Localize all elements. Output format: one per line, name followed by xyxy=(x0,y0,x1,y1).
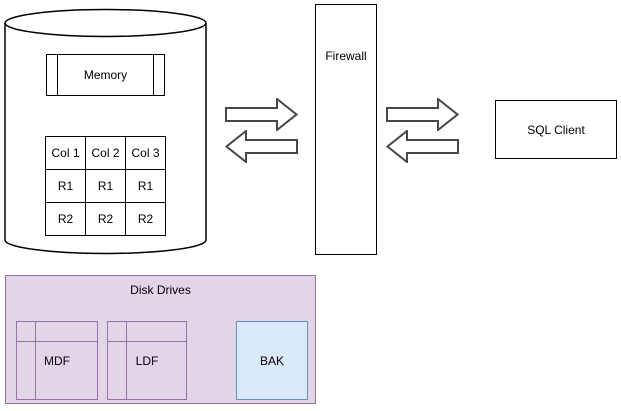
db-to-firewall-arrow-icon xyxy=(225,98,298,131)
ldf-label: LDF xyxy=(135,353,159,368)
sql-client-label: SQL Client xyxy=(527,122,585,137)
data-table: Col 1 Col 2 Col 3 R1 R1 R1 R2 R2 R2 xyxy=(45,136,166,236)
table-cell: R1 xyxy=(45,169,86,203)
ldf-horizontal-divider xyxy=(108,341,186,343)
client-to-firewall-arrow-icon xyxy=(386,130,459,163)
firewall-box: Firewall xyxy=(315,4,377,255)
ldf-vertical-divider xyxy=(126,322,128,399)
firewall-to-client-arrow-icon xyxy=(386,98,459,131)
disk-drives-group: Disk Drives MDF LDF BAK xyxy=(5,275,316,404)
table-header-row: Col 1 Col 2 Col 3 xyxy=(45,136,166,170)
bak-label: BAK xyxy=(259,353,284,368)
ldf-drive: LDF xyxy=(107,321,187,400)
table-row: R1 R1 R1 xyxy=(45,169,166,203)
table-cell: R2 xyxy=(85,202,126,236)
firewall-label: Firewall xyxy=(325,49,367,63)
memory-right-bar xyxy=(152,55,154,95)
table-header-cell: Col 1 xyxy=(45,136,86,170)
table-cell: R2 xyxy=(45,202,86,236)
bak-drive: BAK xyxy=(236,321,308,400)
mdf-label: MDF xyxy=(44,353,70,368)
memory-left-bar xyxy=(57,55,59,95)
table-cell: R2 xyxy=(125,202,166,236)
memory-process-box: Memory xyxy=(46,54,165,96)
table-cell: R1 xyxy=(125,169,166,203)
firewall-to-db-arrow-icon xyxy=(225,130,298,163)
mdf-vertical-divider xyxy=(35,322,37,399)
sql-client-box: SQL Client xyxy=(495,100,617,159)
table-header-cell: Col 3 xyxy=(125,136,166,170)
disk-drives-title: Disk Drives xyxy=(130,283,191,297)
table-row: R2 R2 R2 xyxy=(45,202,166,236)
table-cell: R1 xyxy=(85,169,126,203)
memory-label: Memory xyxy=(83,68,128,82)
table-header-cell: Col 2 xyxy=(85,136,126,170)
mdf-horizontal-divider xyxy=(17,341,97,343)
mdf-drive: MDF xyxy=(16,321,98,400)
